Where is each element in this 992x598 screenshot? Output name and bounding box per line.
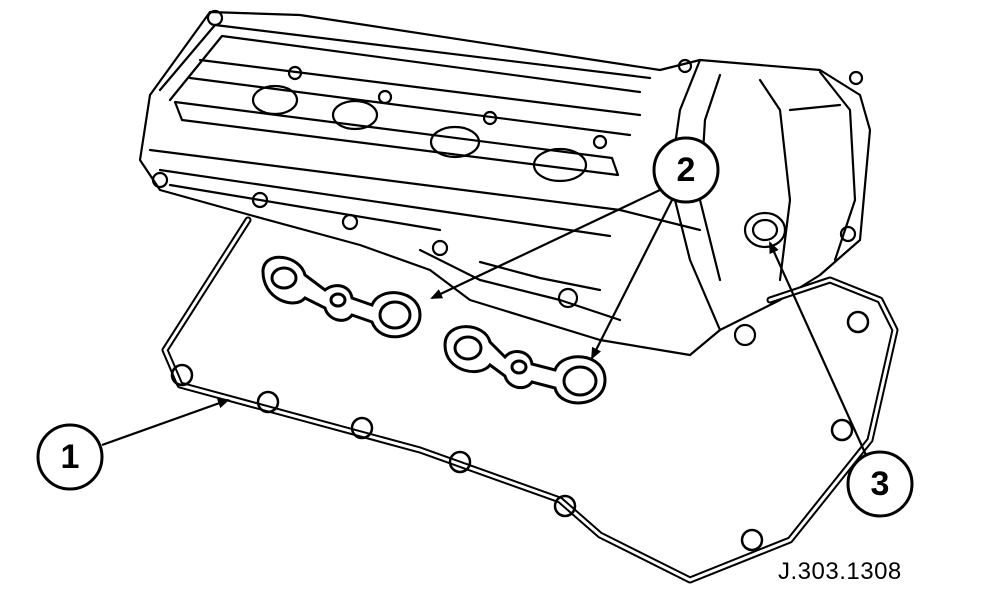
spark-plug-seal-right <box>443 325 607 405</box>
callout-2-leader-b <box>591 199 673 360</box>
callout-2-leader-a <box>430 189 661 299</box>
spark-plug-seal-left <box>261 255 422 339</box>
callout-1 <box>36 398 230 491</box>
callout-1-label: 1 <box>60 437 80 476</box>
camshaft-cover <box>138 9 872 357</box>
callout-3-leader <box>768 241 868 456</box>
callout-3-label: 3 <box>870 464 890 503</box>
callout-2-label: 2 <box>676 150 696 189</box>
callout-1-leader <box>101 398 230 447</box>
callout-3 <box>768 241 914 518</box>
figure-reference-code: J.303.1308 <box>778 558 902 585</box>
callout-2 <box>430 136 720 360</box>
cover-gasket <box>161 216 899 584</box>
